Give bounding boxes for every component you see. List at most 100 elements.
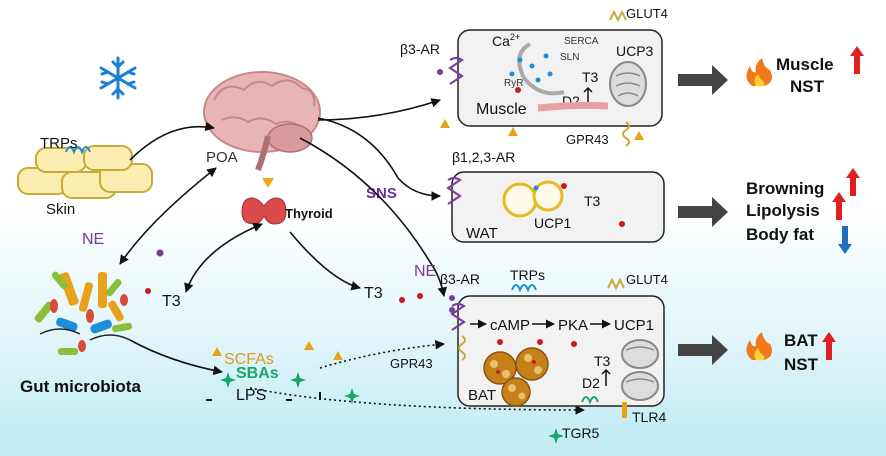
dotted-arrows: [249, 340, 585, 415]
t3-left-label: T3: [162, 293, 181, 310]
t3-dot: [619, 221, 625, 227]
ne-left-label: NE: [82, 231, 104, 248]
down-arrow-icon: [838, 226, 852, 254]
t3-dot: [515, 87, 521, 93]
lipid-droplet: [532, 180, 564, 212]
t3-dots: [497, 339, 577, 347]
muscle-label: Muscle: [476, 101, 527, 118]
muscle-sln-label: SLN: [560, 52, 579, 63]
bat-trps-label: TRPs: [510, 267, 545, 283]
muscle-fiber: [537, 101, 609, 112]
gut-microbiota-label: Gut microbiota: [20, 377, 141, 396]
bat-nst-label-1: BAT: [784, 331, 818, 350]
lps-marks: [206, 392, 321, 401]
up-small-arrow: [583, 86, 593, 104]
bat-b3ar-label: β3-AR: [440, 271, 480, 287]
muscle-t3-label: T3: [582, 69, 599, 85]
tlr4-label: TLR4: [632, 409, 666, 425]
sns-label: SNS: [366, 185, 397, 202]
bat-mitochondrion: [621, 371, 659, 401]
skin-trp-channel: [65, 146, 91, 155]
muscle-nst-label-1: Muscle: [776, 55, 834, 74]
muscle-ca2-label: Ca2+: [492, 32, 520, 49]
bat-d2-label: D2: [582, 375, 600, 391]
body-fat-label: Body fat: [746, 225, 814, 244]
bat-label: BAT: [468, 387, 496, 404]
ne-dots: [449, 295, 455, 313]
muscle-glut4-icon: [609, 9, 627, 23]
gut-microbiota-image: [34, 271, 133, 355]
bat-trp-icon: [511, 284, 537, 293]
ucp1-dot: [533, 185, 539, 191]
wat-b123ar-label: β1,2,3-AR: [452, 149, 515, 165]
wat-t3-label: T3: [584, 193, 601, 209]
sarcoplasmic-reticulum: [517, 42, 565, 96]
ne-dot: [156, 249, 164, 257]
bat-receptor-icon: [450, 303, 466, 331]
brown-adipocytes: [483, 347, 549, 407]
scfa-triangle: [440, 119, 450, 128]
tgr5-label: TGR5: [562, 425, 600, 441]
up-small-arrow: [601, 368, 611, 386]
muscle-glut4-label: GLUT4: [626, 6, 668, 21]
up-arrow-icon: [832, 192, 846, 220]
bat-ucp1-label: UCP1: [614, 317, 654, 334]
flame-icon: [746, 332, 772, 361]
muscle-b3ar-label: β3-AR: [400, 41, 440, 57]
skin-trps-label: TRPs: [40, 135, 78, 152]
brain-image: [203, 71, 321, 172]
bat-gpr43-icon: [458, 335, 466, 361]
muscle-nst-label-2: NST: [790, 77, 825, 96]
muscle-ryr-label: RyR: [504, 78, 523, 89]
tlr4-icon: [622, 402, 627, 418]
skin-label: Skin: [46, 201, 75, 218]
bat-camp-label: cAMP: [490, 317, 530, 334]
skin-cells: [17, 145, 153, 199]
snowflake-icon: [99, 56, 137, 100]
t3-dot: [417, 293, 423, 299]
bat-glut4-icon: [607, 277, 625, 291]
bat-nst-label-2: NST: [784, 355, 819, 374]
wat-ucp1-label: UCP1: [534, 215, 572, 231]
up-arrow-icon: [846, 168, 860, 196]
sba-sparkle: [548, 428, 564, 444]
lipolysis-label: Lipolysis: [746, 201, 820, 220]
tgr5-icon: [581, 396, 599, 405]
muscle-gpr43-icon: [622, 121, 630, 147]
scfas-label: SCFAs: [224, 351, 274, 368]
up-arrow-icon: [850, 46, 864, 74]
mitochondrion: [609, 61, 647, 107]
scfa-triangle: [508, 127, 518, 136]
sba-sparkles: [220, 372, 360, 404]
ne-right-label: NE: [414, 263, 436, 280]
outcome-arrows: [678, 65, 728, 365]
lipid-droplet: [502, 182, 538, 218]
scfa-triangle: [634, 131, 644, 140]
bat-glut4-label: GLUT4: [626, 272, 668, 287]
t3-dot: [145, 288, 151, 294]
thyroid-image: [241, 178, 287, 225]
poa-label: POA: [206, 149, 238, 166]
sbas-label: SBAs: [236, 365, 279, 382]
muscle-serca-label: SERCA: [564, 36, 599, 47]
flame-icon: [746, 58, 772, 87]
wat-label: WAT: [466, 225, 498, 242]
up-arrow-icon: [822, 332, 836, 360]
muscle-ucp3-label: UCP3: [616, 43, 654, 59]
bat-mitochondrion: [621, 339, 659, 369]
t3-dot: [399, 297, 405, 303]
ne-dot: [437, 69, 443, 75]
t3-dot: [561, 183, 567, 189]
thyroid-label: Thyroid: [285, 206, 333, 221]
connector-arrows: [119, 98, 448, 376]
lps-label: LPS: [236, 387, 266, 404]
gpr43-bottom-label: GPR43: [390, 356, 433, 371]
scfa-triangles: [212, 341, 343, 360]
muscle-receptor-icon: [448, 57, 464, 85]
t3-mid-label: T3: [364, 285, 383, 302]
calcium-dots: [509, 53, 553, 83]
muscle-gpr43-label: GPR43: [566, 132, 609, 147]
browning-label: Browning: [746, 179, 824, 198]
wat-receptor-icon: [446, 177, 462, 205]
